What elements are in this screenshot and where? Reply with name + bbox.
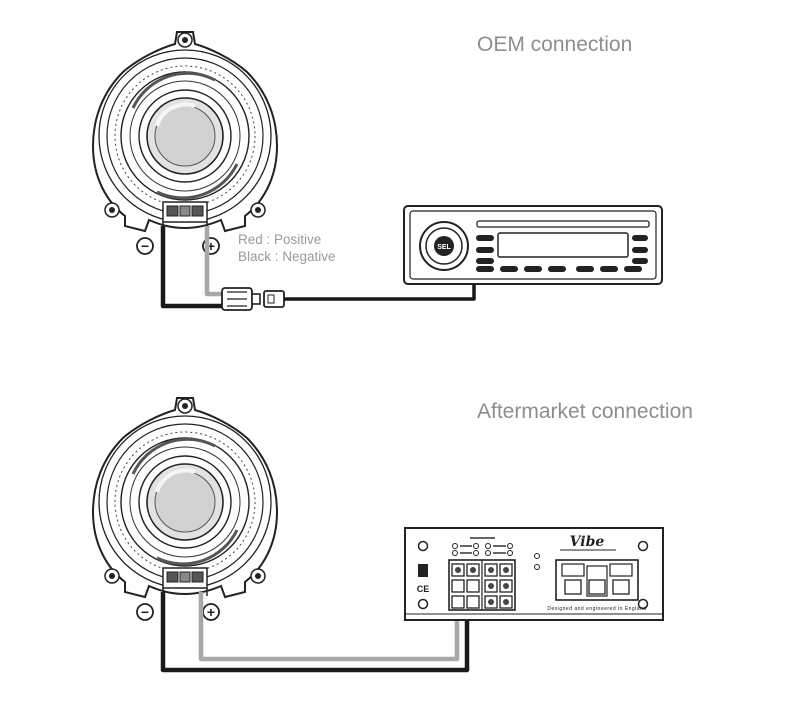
- svg-text:+: +: [207, 604, 215, 620]
- aftermarket-connection-title: Aftermarket connection: [477, 400, 693, 423]
- oem-connection-title: OEM connection: [477, 33, 633, 56]
- head-unit-radio: SEL: [403, 205, 663, 285]
- aftermarket-negative-wire: [160, 574, 470, 673]
- amplifier: CE Vibe: [404, 527, 664, 621]
- positive-glyph: +: [207, 238, 215, 254]
- head-unit-cable: [284, 282, 476, 301]
- sel-button-label: SEL: [437, 244, 451, 251]
- aftermarket-speaker: [91, 396, 279, 599]
- svg-text:−: −: [141, 604, 149, 620]
- amplifier-tagline: Designed and engineered in England: [547, 606, 646, 612]
- positive-symbol-aftermarket: +: [202, 603, 220, 621]
- negative-symbol-oem: −: [136, 237, 154, 255]
- svg-text:CE: CE: [417, 584, 430, 594]
- oem-speaker: [91, 30, 279, 233]
- negative-glyph: −: [141, 238, 149, 254]
- wire-color-legend: Red : Positive Black : Negative: [238, 231, 336, 265]
- amplifier-brand-logo: Vibe: [570, 534, 605, 550]
- legend-red-positive: Red : Positive: [238, 232, 322, 247]
- negative-symbol-aftermarket: −: [136, 603, 154, 621]
- oem-positive-wire: [204, 226, 222, 297]
- wire-harness-plug: [221, 282, 476, 311]
- oem-negative-wire: [160, 226, 222, 309]
- legend-black-negative: Black : Negative: [238, 249, 336, 264]
